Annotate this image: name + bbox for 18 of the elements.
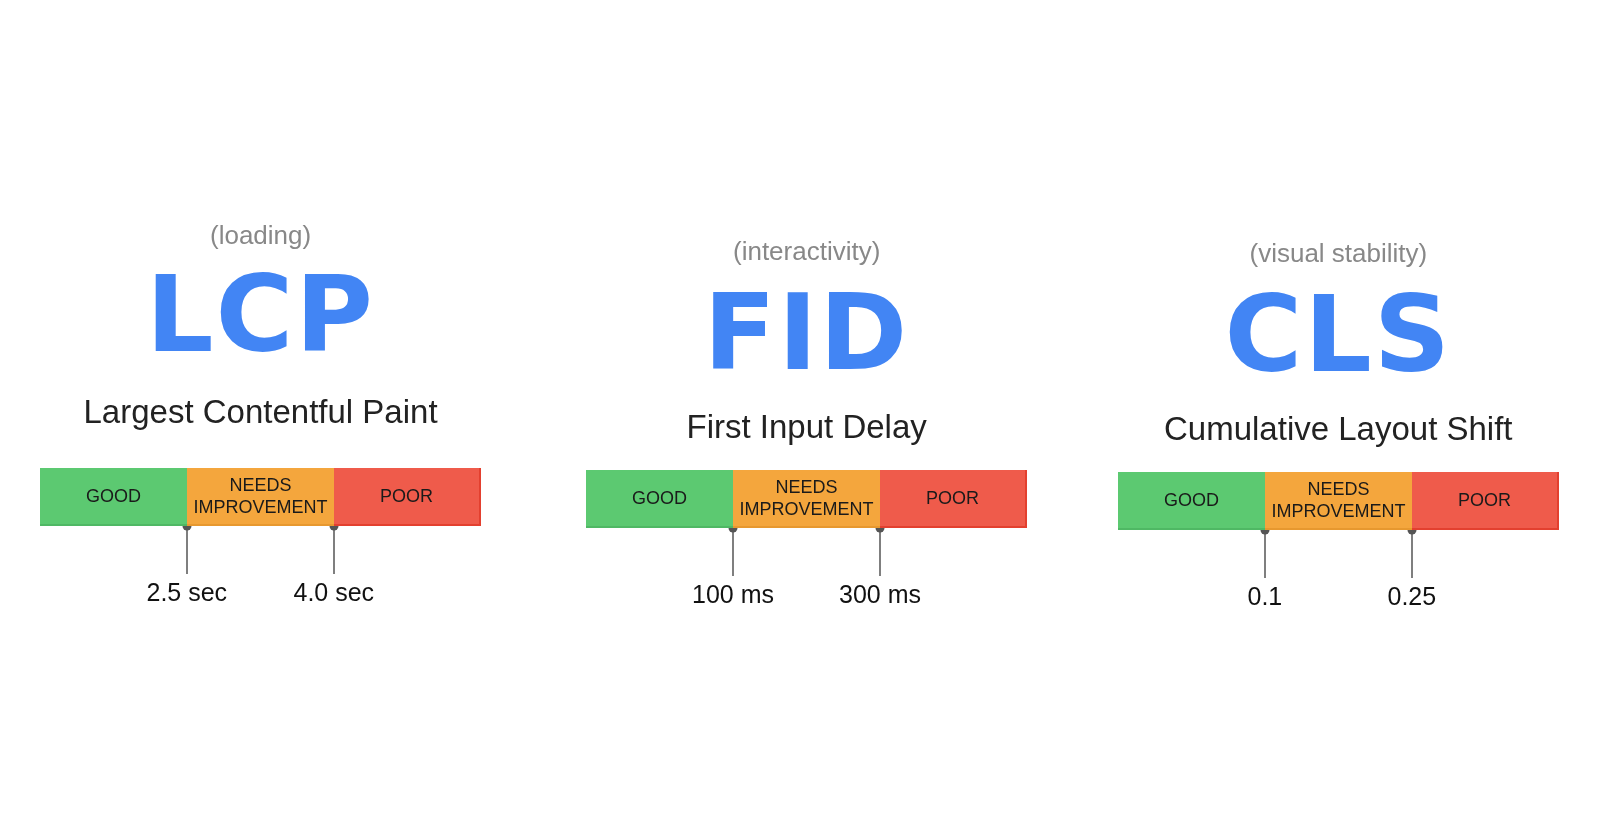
needs-improvement-segment: NEEDS IMPROVEMENT: [1265, 472, 1412, 530]
poor-range-segment: POOR: [334, 468, 481, 526]
needs-improvement-segment: NEEDS IMPROVEMENT: [733, 470, 880, 528]
poor-range-segment: POOR: [880, 470, 1027, 528]
category-label: (interactivity): [733, 238, 881, 264]
category-label: (loading): [210, 222, 312, 248]
good-range-segment: GOOD: [586, 470, 733, 528]
metric-name: First Input Delay: [686, 410, 927, 443]
metric-abbreviation: LCP: [146, 262, 376, 368]
metric-abbreviation: FID: [703, 280, 910, 386]
metric-abbreviation: CLS: [1224, 282, 1453, 388]
poor-range-segment: POOR: [1412, 472, 1559, 530]
good-range-segment: GOOD: [40, 468, 187, 526]
good-range-segment: GOOD: [1118, 472, 1265, 530]
metric-name: Cumulative Layout Shift: [1164, 412, 1513, 445]
needs-improvement-segment: NEEDS IMPROVEMENT: [187, 468, 334, 526]
metric-name: Largest Contentful Paint: [83, 395, 438, 428]
category-label: (visual stability): [1249, 240, 1428, 266]
